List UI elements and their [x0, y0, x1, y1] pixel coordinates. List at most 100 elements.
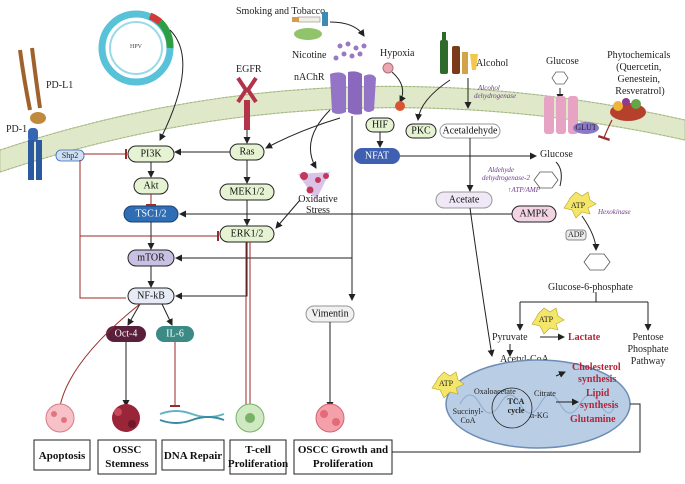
pyruvate-label: Pyruvate — [492, 332, 528, 343]
stemness-cells-icon — [112, 404, 140, 432]
glucose-top-label: Glucose — [546, 56, 579, 67]
smoking-text: Smoking and Tobacco — [236, 6, 325, 17]
pd1-label: PD-1 — [6, 124, 27, 135]
glut-badge — [573, 122, 599, 134]
g6p-label: Glucose-6-phosphate — [548, 282, 634, 293]
erk-label: ERK1/2 — [231, 228, 264, 239]
ampk-label: AMPK — [520, 208, 550, 219]
atp-label-2: ATP — [539, 315, 554, 324]
stemness-box — [97, 439, 157, 475]
tca-cycle-ring — [491, 387, 533, 429]
dna-repair-label: DNA Repair — [164, 450, 222, 462]
acetate-label: Acetate — [449, 194, 480, 205]
acetylcoa-label: Acetyl-CoA — [500, 354, 550, 365]
oct4-label: Oct-4 — [115, 328, 138, 339]
nfkb-label: NF-kB — [137, 290, 165, 301]
citrate-label: Citrate — [534, 389, 556, 398]
tumor-growth-icon — [315, 403, 345, 433]
pkc-label: PKC — [411, 125, 431, 136]
atp-burst-3-icon — [431, 371, 465, 399]
pkc-node — [405, 123, 437, 139]
atp-burst-icon — [563, 191, 597, 219]
atp-label-3: ATP — [439, 379, 454, 388]
vimentin-text: Vimentin — [311, 308, 348, 319]
acetate-node — [435, 191, 493, 209]
alcohol-bottles-icon — [440, 32, 478, 74]
nfat-node — [354, 148, 400, 164]
nfkb-node — [127, 287, 175, 305]
hypoxia-label: Hypoxia — [380, 48, 415, 59]
pdl1-label: PD-L1 — [46, 80, 73, 91]
oct4-node — [106, 326, 146, 342]
apoptosis-box — [33, 439, 91, 471]
hypoxia-icon — [382, 62, 394, 74]
atp-label: ATP — [571, 201, 586, 210]
shp2-badge — [55, 149, 85, 162]
hypoxia-sensor-icon — [395, 101, 405, 111]
nachr-label: nAChR — [294, 72, 325, 83]
leaf-icon — [294, 28, 322, 40]
tcell-icon — [235, 403, 265, 433]
nfat-label: NFAT — [365, 150, 389, 161]
growth-box — [293, 439, 393, 475]
adp-label: ADP — [568, 230, 585, 239]
activation-arrows — [122, 109, 652, 456]
apoptosis-label: Apoptosis — [39, 450, 86, 462]
il6-label: IL-6 — [166, 328, 184, 339]
mtor-label: mTOR — [137, 252, 165, 263]
il6-node — [156, 326, 194, 342]
tsc-label: TSC1/2 — [135, 208, 166, 219]
adp-badge — [565, 229, 587, 241]
succinyl-coa-label: Succinyl-CoA — [453, 407, 484, 425]
ras-label: Ras — [240, 146, 255, 157]
dna-repair-box — [161, 439, 225, 471]
glucose-label: Glucose — [540, 149, 573, 160]
cigarette-icon — [292, 12, 328, 26]
svg-text:HPV: HPV — [130, 44, 143, 50]
atp-burst-2-icon — [531, 307, 565, 335]
shp2-label: Shp2 — [62, 151, 78, 160]
akg-label: α-KG — [530, 411, 549, 420]
nicotine-dots-icon — [333, 41, 367, 61]
pd-1-icon — [28, 128, 42, 180]
atp-amp-label: ↑ATP/AMP — [508, 186, 541, 194]
phytochemicals-label: Phytochemicals (Quercetin, Genestein, Re… — [607, 50, 673, 97]
oxidative-stress-icon — [298, 172, 330, 200]
alcohol-label: Alcohol — [476, 58, 508, 69]
tcell-box — [229, 439, 287, 475]
pi3k-label: PI3K — [140, 148, 162, 159]
smoking-label: Smoking and Tobacco — [236, 6, 325, 17]
glutamine-label: Glutamine — [570, 414, 616, 425]
lactate-label: Lactate — [568, 332, 601, 343]
nachr-channel-icon — [330, 71, 376, 115]
acetaldehyde-label: Acetaldehyde — [443, 125, 499, 136]
inhibition-lines — [54, 149, 255, 409]
dna-strand-icon — [159, 410, 225, 424]
glucose-molecule-icon — [551, 71, 569, 85]
hexokinase-label: Hexokinase — [597, 208, 631, 216]
apoptosis-cell-icon — [45, 403, 75, 433]
akt-label: Akt — [144, 180, 159, 191]
mek-label: MEK1/2 — [230, 186, 265, 197]
glut-label: GLUT — [575, 123, 596, 132]
oxaloacetate-label: Oxaloacetate — [474, 387, 516, 396]
hif-label: HIF — [372, 119, 389, 130]
pd-l1-icon — [18, 47, 46, 124]
nicotine-label: Nicotine — [292, 50, 327, 61]
glucose-ring-icon — [533, 171, 611, 271]
glut-transporter-icon — [544, 96, 578, 134]
hpv-genome-icon: HPV — [98, 10, 174, 86]
egfr-receptor-icon — [236, 76, 258, 130]
